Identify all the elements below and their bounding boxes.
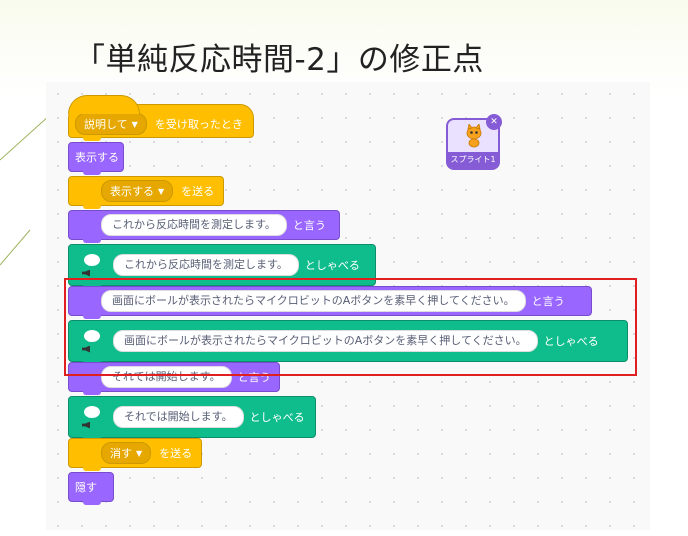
hide-block[interactable]: 隠す <box>68 472 114 505</box>
highlight-box <box>64 278 637 376</box>
say-block[interactable]: これから反応時間を測定します。 と言う <box>68 210 340 243</box>
scratch-cat-icon <box>466 124 482 148</box>
block-label: を送る <box>159 447 193 460</box>
say-text-input[interactable]: それでは開始します。 <box>101 366 232 388</box>
block-label: と言う <box>292 219 326 232</box>
block-label: としゃべる <box>304 259 360 272</box>
slide-decoration-lines <box>0 114 51 266</box>
dropdown-value: 消す <box>110 447 132 460</box>
sprite-thumbnail[interactable]: スプライト1 <box>446 118 500 170</box>
chevron-down-icon: ▼ <box>136 448 143 458</box>
say-text-input[interactable]: これから反応時間を測定します。 <box>101 214 287 236</box>
block-label: を送る <box>181 185 215 198</box>
message-dropdown[interactable]: 表示する ▼ <box>101 180 174 202</box>
when-i-receive-block[interactable]: 説明して ▼ を受け取ったとき <box>68 95 254 141</box>
speak-text-input[interactable]: 画面にボールが表示されたらマイクロビットのAボタンを素早く押してください。 <box>113 330 538 352</box>
block-label: としゃべる <box>543 335 599 348</box>
message-dropdown[interactable]: 消す ▼ <box>101 442 152 464</box>
trash-icon[interactable]: ✕ <box>486 114 502 130</box>
broadcast-block[interactable]: 表示する ▼ を送る <box>68 176 224 209</box>
dropdown-value: 説明して <box>84 118 128 131</box>
show-block[interactable]: 表示する <box>68 142 124 175</box>
block-label: と言う <box>531 295 565 308</box>
speak-block[interactable]: 画面にボールが表示されたらマイクロビットのAボタンを素早く押してください。 とし… <box>68 320 628 365</box>
speak-text-input[interactable]: それでは開始します。 <box>113 406 244 428</box>
slide-title: 「単純反応時間-2」の修正点 <box>74 42 484 78</box>
message-dropdown[interactable]: 説明して ▼ <box>75 113 147 135</box>
block-label: を受け取ったとき <box>154 118 243 131</box>
text-to-speech-icon <box>81 250 103 280</box>
chevron-down-icon: ▼ <box>158 186 165 196</box>
speak-block[interactable]: それでは開始します。 としゃべる <box>68 396 316 441</box>
dropdown-value: 表示する <box>110 185 154 198</box>
say-block[interactable]: それでは開始します。 と言う <box>68 362 280 395</box>
block-label: 表示する <box>75 151 119 164</box>
block-label: 隠す <box>75 481 97 494</box>
broadcast-block[interactable]: 消す ▼ を送る <box>68 438 202 471</box>
text-to-speech-icon <box>81 402 103 432</box>
speak-text-input[interactable]: これから反応時間を測定します。 <box>113 254 299 276</box>
text-to-speech-icon <box>81 326 103 356</box>
say-text-input[interactable]: 画面にボールが表示されたらマイクロビットのAボタンを素早く押してください。 <box>101 290 526 312</box>
chevron-down-icon: ▼ <box>131 119 138 129</box>
sprite-name: スプライト1 <box>448 152 498 168</box>
block-label: としゃべる <box>249 411 305 424</box>
scratch-code-area[interactable]: 説明して ▼ を受け取ったとき 表示する 表示する ▼ を送る これから反応時間… <box>46 82 650 530</box>
say-block[interactable]: 画面にボールが表示されたらマイクロビットのAボタンを素早く押してください。 と言… <box>68 286 592 319</box>
